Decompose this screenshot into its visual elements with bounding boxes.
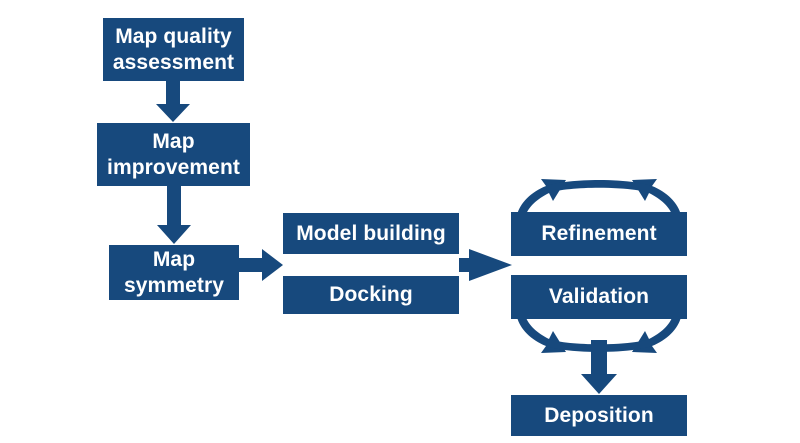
node-model-building[interactable]: Model building: [283, 213, 459, 254]
node-map-quality-assessment[interactable]: Map quality assessment: [103, 18, 244, 81]
arrow-docking-to-refinement: [459, 249, 512, 281]
node-label-map-quality-assessment: Map quality assessment: [112, 24, 235, 74]
arrow-map-quality-to-map-improvement: [156, 81, 190, 122]
node-label-deposition: Deposition: [544, 403, 654, 427]
node-map-improvement[interactable]: Map improvement: [97, 123, 250, 186]
node-validation[interactable]: Validation: [511, 275, 687, 319]
arrow-map-symmetry-to-model-building: [239, 249, 283, 281]
node-docking[interactable]: Docking: [283, 276, 459, 314]
cycle-arc-bottom: [517, 315, 681, 353]
node-deposition[interactable]: Deposition: [511, 395, 687, 436]
node-label-validation: Validation: [548, 285, 650, 309]
node-label-model-building: Model building: [296, 221, 446, 245]
node-label-refinement: Refinement: [541, 222, 657, 246]
node-label-map-symmetry: Map symmetry: [123, 247, 225, 297]
node-map-symmetry[interactable]: Map symmetry: [109, 245, 239, 300]
node-refinement[interactable]: Refinement: [511, 212, 687, 256]
arrow-validation-to-deposition: [581, 340, 617, 394]
node-label-map-improvement: Map improvement: [107, 129, 240, 179]
arrow-map-improvement-to-map-symmetry: [157, 186, 191, 244]
node-label-docking: Docking: [329, 283, 413, 307]
